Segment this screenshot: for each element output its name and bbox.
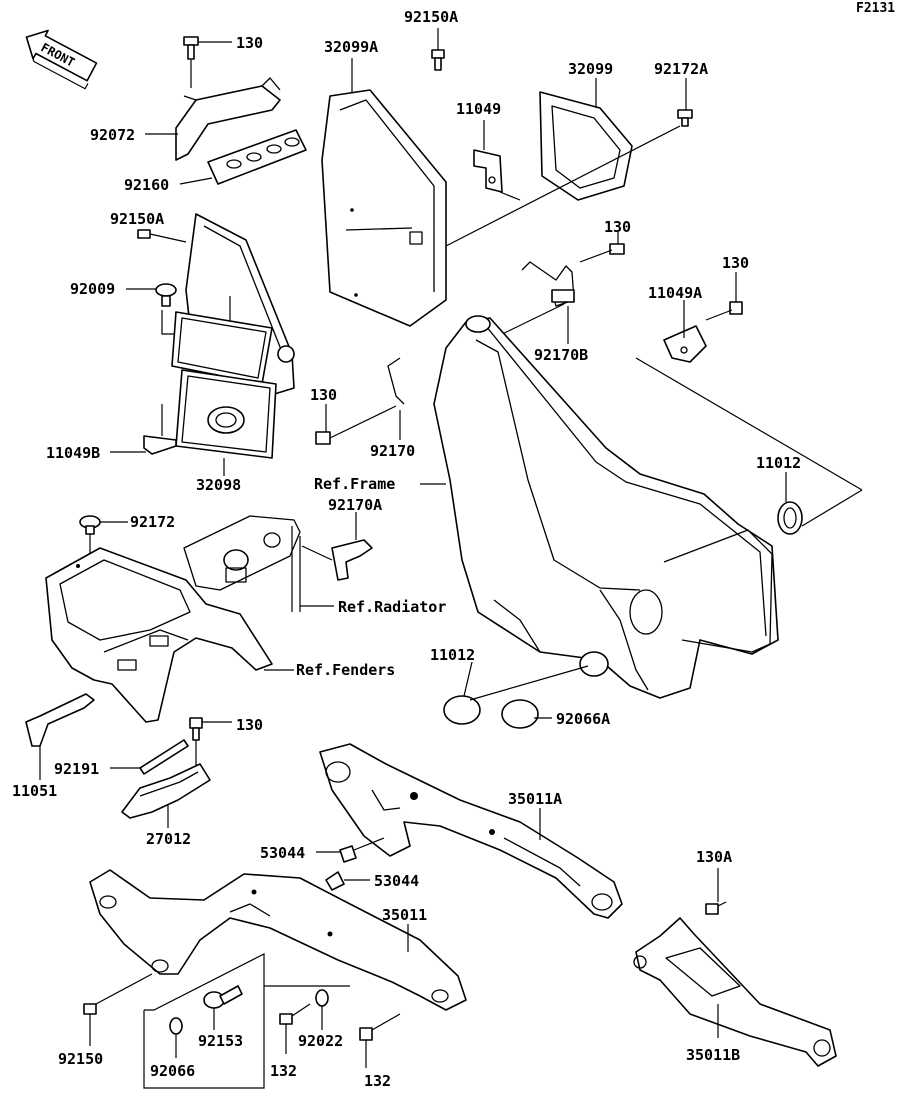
- bolt-130-icon: [183, 36, 232, 88]
- bolt-132-a-icon: [279, 1003, 311, 1054]
- label-92172: 92172: [130, 513, 175, 531]
- front-arrow-icon: FRONT: [25, 29, 98, 90]
- label-92072: 92072: [90, 126, 135, 144]
- label-132-b: 132: [364, 1072, 391, 1090]
- bracket-35011-icon: [89, 869, 467, 1011]
- label-92150: 92150: [58, 1050, 103, 1068]
- label-ref-frame: Ref.Frame: [314, 475, 395, 493]
- bolt-92150A-top-icon: [431, 28, 445, 71]
- cover-32099-icon: [445, 78, 681, 247]
- label-92153: 92153: [198, 1032, 243, 1050]
- label-32098: 32098: [196, 476, 241, 494]
- radiator-ref-icon: [183, 515, 334, 612]
- bracket-92072-icon: [145, 77, 281, 161]
- bracket-11049A-icon: [635, 272, 863, 491]
- label-92160: 92160: [124, 176, 169, 194]
- label-35011: 35011: [382, 906, 427, 924]
- clip-92170A-icon: [301, 512, 373, 581]
- label-53044-a: 53044: [260, 844, 305, 862]
- bolt-130-lower-icon: [189, 717, 232, 768]
- bracket-35011B-icon: [633, 917, 837, 1067]
- bracket-11049B-icon: [110, 404, 177, 455]
- seal-11012-right-icon: [777, 472, 863, 535]
- label-11051: 11051: [12, 782, 57, 800]
- pad-32098-icon: [175, 369, 277, 476]
- bolt-132-b-icon: [359, 1013, 401, 1068]
- cap-92066A-icon: [501, 699, 552, 729]
- label-92170: 92170: [370, 442, 415, 460]
- label-130-e: 130: [236, 716, 263, 734]
- label-92066: 92066: [150, 1062, 195, 1080]
- label-92170B: 92170B: [534, 346, 588, 364]
- rivet-92172-icon: [79, 515, 128, 554]
- bracket-11049-icon: [473, 120, 521, 201]
- label-130-a: 130: [236, 34, 263, 52]
- collar-92066-icon: [169, 1017, 183, 1058]
- label-11049: 11049: [456, 100, 501, 118]
- side-cover-32099A-icon: [321, 58, 447, 327]
- label-11012-mid: 11012: [430, 646, 475, 664]
- frame-icon: [420, 315, 779, 699]
- label-27012: 27012: [146, 830, 191, 848]
- bracket-35011A-icon: [319, 743, 623, 919]
- collar-92153-icon: [203, 985, 243, 1030]
- bolt-92172A-icon: [677, 78, 693, 127]
- label-35011B: 35011B: [686, 1046, 740, 1064]
- washer-92022-icon: [315, 989, 329, 1030]
- bolt-130-mid-icon: [579, 232, 625, 263]
- label-11049B: 11049B: [46, 444, 100, 462]
- wire-92170-icon: [315, 357, 405, 445]
- sleeve-53044-b-icon: [325, 871, 370, 891]
- label-92009: 92009: [70, 280, 115, 298]
- label-92172A: 92172A: [654, 60, 708, 78]
- label-92191: 92191: [54, 760, 99, 778]
- label-130-c: 130: [722, 254, 749, 272]
- sleeve-53044-a-icon: [316, 837, 385, 863]
- damper-27012-icon: [121, 763, 211, 828]
- inset-box-icon: [143, 953, 350, 1089]
- cap-11012-icon: [443, 661, 589, 725]
- label-35011A: 35011A: [508, 790, 562, 808]
- label-11049A: 11049A: [648, 284, 702, 302]
- label-130-b: 130: [604, 218, 631, 236]
- label-92150A-top: 92150A: [404, 8, 458, 26]
- label-92150A-mid: 92150A: [110, 210, 164, 228]
- figure-code: F2131: [856, 1, 895, 16]
- label-32099: 32099: [568, 60, 613, 78]
- label-53044-b: 53044: [374, 872, 419, 890]
- bolt-92150-icon: [83, 973, 153, 1046]
- tray-icon: [45, 547, 294, 723]
- label-92066A: 92066A: [556, 710, 610, 728]
- label-11012-right: 11012: [756, 454, 801, 472]
- bracket-11051-icon: [25, 693, 95, 780]
- label-130-d: 130: [310, 386, 337, 404]
- label-132-a: 132: [270, 1062, 297, 1080]
- rod-92191-icon: [110, 739, 189, 775]
- holder-92160-icon: [179, 129, 307, 185]
- bolt-130A-icon: [705, 868, 727, 915]
- label-ref-fenders: Ref.Fenders: [296, 661, 395, 679]
- label-92022: 92022: [298, 1032, 343, 1050]
- label-130A: 130A: [696, 848, 732, 866]
- label-ref-radiator: Ref.Radiator: [338, 598, 446, 616]
- label-32099A: 32099A: [324, 38, 378, 56]
- label-92170A: 92170A: [328, 496, 382, 514]
